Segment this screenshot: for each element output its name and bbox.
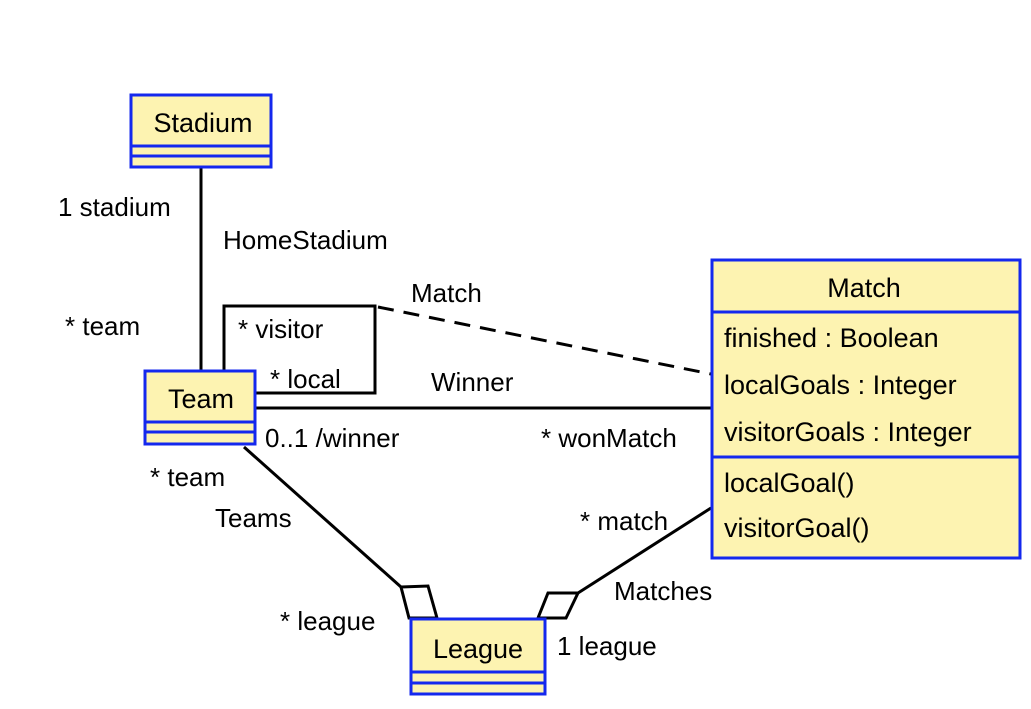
- class-stadium: Stadium: [129, 93, 273, 169]
- association-class-dashed-link: [377, 305, 712, 376]
- label-stadium-end: 1 stadium: [58, 192, 171, 222]
- class-team-name: Team: [168, 384, 234, 414]
- label-home-stadium: HomeStadium: [223, 225, 388, 255]
- class-league-name: League: [433, 634, 523, 664]
- label-team-end-stadium: * team: [65, 311, 140, 341]
- class-team: Team: [143, 369, 257, 446]
- teams-aggregation-diamond: [399, 584, 439, 620]
- label-league-end-teams: * league: [280, 606, 375, 636]
- match-attribute-visitor-goals: visitorGoals : Integer: [724, 417, 972, 447]
- label-visitor-end: * visitor: [238, 314, 324, 344]
- label-match-association: Match: [411, 278, 482, 308]
- class-stadium-name: Stadium: [153, 108, 252, 138]
- teams-association-line: [243, 445, 402, 589]
- match-association-loop: [222, 304, 377, 395]
- matches-aggregation-diamond: [535, 591, 581, 620]
- label-matches-association: Matches: [614, 576, 712, 606]
- label-team-end-teams: * team: [150, 462, 225, 492]
- label-league-end-matches: 1 league: [557, 631, 657, 661]
- label-local-end: * local: [270, 364, 341, 394]
- class-league: League: [409, 617, 547, 696]
- match-operation-visitor-goal: visitorGoal(): [724, 513, 870, 543]
- label-teams-association: Teams: [215, 503, 292, 533]
- match-attribute-finished: finished : Boolean: [724, 323, 939, 353]
- label-winner-association: Winner: [431, 367, 514, 397]
- matches-association-line: [577, 506, 712, 595]
- class-match: Match finished : Boolean localGoals : In…: [710, 258, 1022, 560]
- label-match-end: * match: [580, 506, 668, 536]
- match-operation-local-goal: localGoal(): [724, 468, 855, 498]
- class-match-name: Match: [827, 273, 901, 303]
- label-winner-end: 0..1 /winner: [265, 423, 400, 453]
- match-attribute-local-goals: localGoals : Integer: [724, 370, 957, 400]
- label-won-match-end: * wonMatch: [541, 423, 677, 453]
